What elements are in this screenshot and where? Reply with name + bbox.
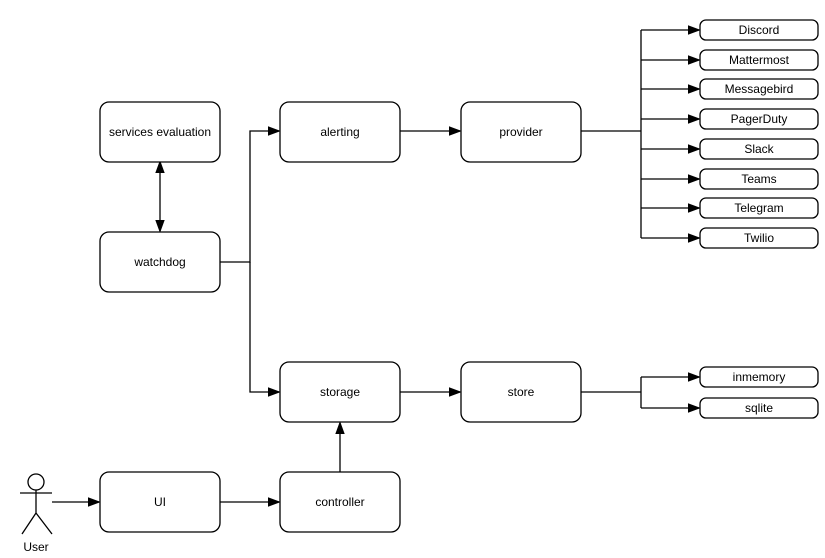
node-provider-twilio: Twilio [699,227,819,249]
controller-box [279,471,401,533]
teams-label: Teams [741,172,776,186]
node-provider-slack: Slack [699,138,819,160]
storage-label: storage [320,385,360,399]
mattermost-label: Mattermost [729,53,790,67]
telegram-label: Telegram [734,201,783,215]
controller-label: controller [315,495,364,509]
twilio-box [699,227,819,249]
alerting-box [279,101,401,163]
node-provider-teams: Teams [699,168,819,190]
node-store-sqlite: sqlite [699,397,819,419]
pagerduty-label: PagerDuty [731,112,788,126]
node-store-inmemory: inmemory [699,366,819,388]
edge-store-fanout-trunk [581,377,642,408]
node-provider-telegram: Telegram [699,197,819,219]
user-actor-head-icon [27,473,45,491]
teams-box [699,168,819,190]
ui-box [99,471,221,533]
discord-box [699,19,819,41]
messagebird-box [699,78,819,100]
pagerduty-box [699,108,819,130]
ui-label: UI [154,495,166,509]
store-box [460,361,582,423]
node-provider-mattermost: Mattermost [699,49,819,71]
twilio-label: Twilio [744,231,774,245]
provider-box [460,101,582,163]
discord-label: Discord [739,23,780,37]
watchdog-box [99,231,221,293]
node-alerting: alerting [279,101,401,163]
slack-box [699,138,819,160]
node-provider-messagebird: Messagebird [699,78,819,100]
user-actor: User [20,473,53,554]
slack-label: Slack [744,142,774,156]
user-actor-label: User [23,540,48,554]
alerting-label: alerting [320,125,359,139]
node-provider-pagerduty: PagerDuty [699,108,819,130]
node-services-evaluation: services evaluation [99,101,221,163]
mattermost-box [699,49,819,71]
inmemory-box [699,366,819,388]
node-storage: storage [279,361,401,423]
node-provider-discord: Discord [699,19,819,41]
store-label: store [508,385,535,399]
telegram-box [699,197,819,219]
provider-label: provider [499,125,542,139]
edge-watchdog-storage [249,262,279,392]
node-controller: controller [279,471,401,533]
sqlite-box [699,397,819,419]
services-evaluation-label: services evaluation [109,125,211,139]
services-evaluation-box [99,101,221,163]
sqlite-label: sqlite [745,401,773,415]
node-store: store [460,361,582,423]
node-watchdog: watchdog [99,231,221,293]
messagebird-label: Messagebird [725,82,794,96]
edge-watchdog-alerting [220,131,279,263]
user-actor-body-icon [20,490,53,535]
inmemory-label: inmemory [733,370,786,384]
watchdog-label: watchdog [133,255,185,269]
edge-provider-fanout-trunk [581,30,642,238]
node-provider: provider [460,101,582,163]
node-ui: UI [99,471,221,533]
storage-box [279,361,401,423]
